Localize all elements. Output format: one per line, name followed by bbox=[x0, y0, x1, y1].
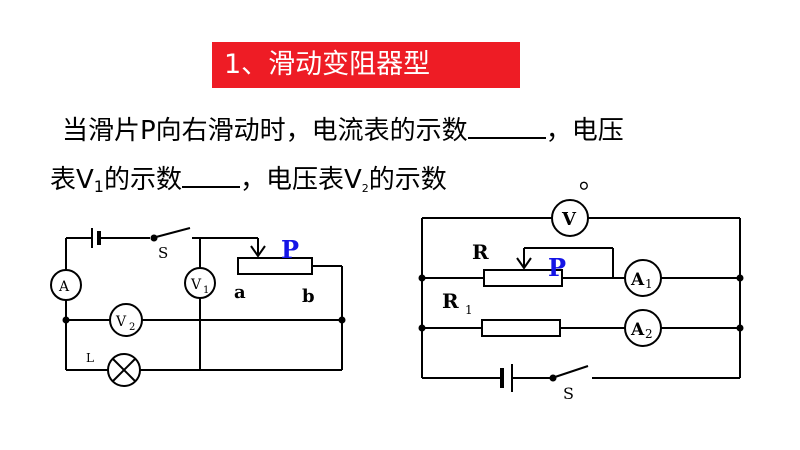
r1-label-sub: 1 bbox=[465, 303, 473, 317]
v2-subscript: 2 bbox=[361, 182, 369, 195]
v2-label-sub: 2 bbox=[129, 322, 135, 333]
question-line-1: 当滑片P向右滑动时，电流表的示数 ，电压 bbox=[62, 114, 624, 148]
question-text: 当滑片P向右滑动时，电流表的示数 bbox=[62, 116, 468, 146]
question-line-2: 表V1的示数，电压表V2的示数。 bbox=[50, 163, 605, 206]
a2-label-sub: 2 bbox=[645, 327, 653, 341]
right-slider-label: P bbox=[548, 253, 566, 282]
answer-blank-ammeter bbox=[467, 115, 546, 139]
section-title: 1、滑动变阻器型 bbox=[212, 42, 520, 88]
left-ammeter-label: A bbox=[58, 279, 70, 295]
a1-label-sub: 1 bbox=[645, 277, 653, 291]
right-voltmeter-label: V bbox=[561, 209, 577, 230]
question-text: 表V bbox=[50, 165, 94, 195]
voltmeter-v1 bbox=[184, 267, 216, 299]
right-circuit bbox=[418, 199, 744, 392]
lamp-label: L bbox=[86, 351, 94, 365]
v1-label: V bbox=[190, 277, 202, 293]
answer-blank-v1 bbox=[182, 164, 240, 188]
v1-subscript: 1 bbox=[93, 177, 104, 196]
end-a-label: a bbox=[234, 282, 246, 303]
right-circuit-labels: V R P R 1 A 1 A 2 S bbox=[442, 209, 653, 403]
end-b-label: b bbox=[302, 286, 315, 307]
resistor-r1 bbox=[481, 319, 561, 337]
voltmeter-v2 bbox=[109, 303, 143, 337]
rheostat-label: R bbox=[472, 240, 489, 264]
left-ammeter bbox=[50, 269, 82, 301]
ammeter-a1 bbox=[624, 259, 662, 297]
left-circuit-labels: S P a b A V 1 V 2 L bbox=[58, 235, 315, 365]
left-switch-label: S bbox=[158, 244, 168, 262]
ammeter-a2 bbox=[624, 309, 662, 347]
right-voltmeter bbox=[551, 199, 589, 237]
left-slider-label: P bbox=[281, 235, 299, 264]
right-switch-lever bbox=[554, 365, 589, 378]
v1-label-sub: 1 bbox=[203, 285, 209, 296]
left-rheostat bbox=[237, 257, 313, 275]
question-text: 的示数 bbox=[368, 165, 447, 195]
left-switch-lever bbox=[155, 227, 191, 238]
r1-label: R bbox=[442, 289, 459, 313]
switch-contact bbox=[150, 234, 158, 242]
a1-label: A bbox=[630, 270, 645, 290]
right-switch-label: S bbox=[563, 384, 574, 403]
question-text: 的示数 bbox=[103, 165, 182, 195]
question-text: ，电压表V bbox=[240, 165, 362, 195]
v2-label: V bbox=[115, 314, 127, 330]
question-text: 。 bbox=[578, 165, 605, 195]
left-circuit bbox=[50, 227, 346, 387]
a2-label: A bbox=[630, 320, 645, 340]
question-text: ，电压 bbox=[545, 116, 624, 146]
